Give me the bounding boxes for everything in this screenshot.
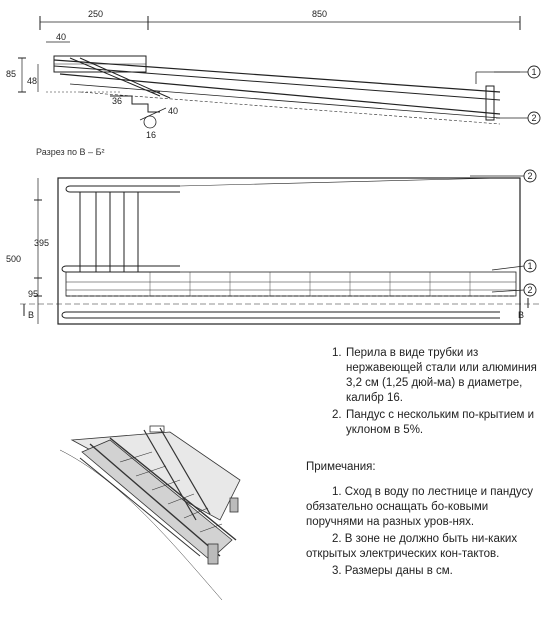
section-caption: Разрез по В – Б²: [36, 147, 104, 157]
dim-500: 500: [6, 254, 21, 264]
dim-16: 16: [146, 130, 156, 140]
note-item: 2. В зоне не должно быть ни-каких открыт…: [306, 533, 518, 560]
legend-item: 1. Перила в виде трубки из нержавеющей с…: [332, 346, 542, 406]
dim-250: 250: [88, 9, 103, 19]
section-view: [18, 16, 528, 129]
legend-text: Перила в виде трубки из нержавеющей стал…: [346, 347, 537, 404]
svg-text:2: 2: [527, 285, 532, 295]
section-mark-right: В: [518, 310, 524, 320]
callout-2-plan-top: 2: [523, 169, 537, 183]
svg-text:1: 1: [531, 67, 536, 77]
callout-1-top: 1: [527, 65, 541, 79]
callout-2-top: 2: [527, 111, 541, 125]
callout-2-plan: 2: [523, 283, 537, 297]
dim-95: 95: [28, 289, 38, 299]
legend-num: 1.: [332, 347, 342, 359]
notes: Примечания: 1. Сход в воду по лестнице и…: [306, 460, 546, 581]
svg-text:2: 2: [527, 171, 532, 181]
svg-text:2: 2: [531, 113, 536, 123]
legend: 1. Перила в виде трубки из нержавеющей с…: [332, 346, 542, 440]
dim-36: 36: [112, 96, 122, 106]
dim-40: 40: [56, 32, 66, 42]
perspective-sketch: [59, 425, 241, 601]
dim-85: 85: [6, 69, 16, 79]
note-item: 3. Размеры даны в см.: [332, 565, 453, 577]
callout-1-plan: 1: [523, 259, 537, 273]
svg-text:1: 1: [527, 261, 532, 271]
legend-item: 2. Пандус с нескольким по-крытием и укло…: [332, 408, 542, 438]
dim-48: 48: [27, 76, 37, 86]
legend-text: Пандус с нескольким по-крытием и уклоном…: [346, 409, 535, 436]
dim-395: 395: [34, 238, 49, 248]
section-mark-left: В: [28, 310, 34, 320]
note-item: 1. Сход в воду по лестнице и пандусу обя…: [306, 486, 534, 528]
dim-40b: 40: [168, 106, 178, 116]
dim-850: 850: [312, 9, 327, 19]
legend-num: 2.: [332, 409, 342, 421]
plan-view: [20, 175, 540, 325]
notes-title: Примечания:: [306, 461, 376, 473]
